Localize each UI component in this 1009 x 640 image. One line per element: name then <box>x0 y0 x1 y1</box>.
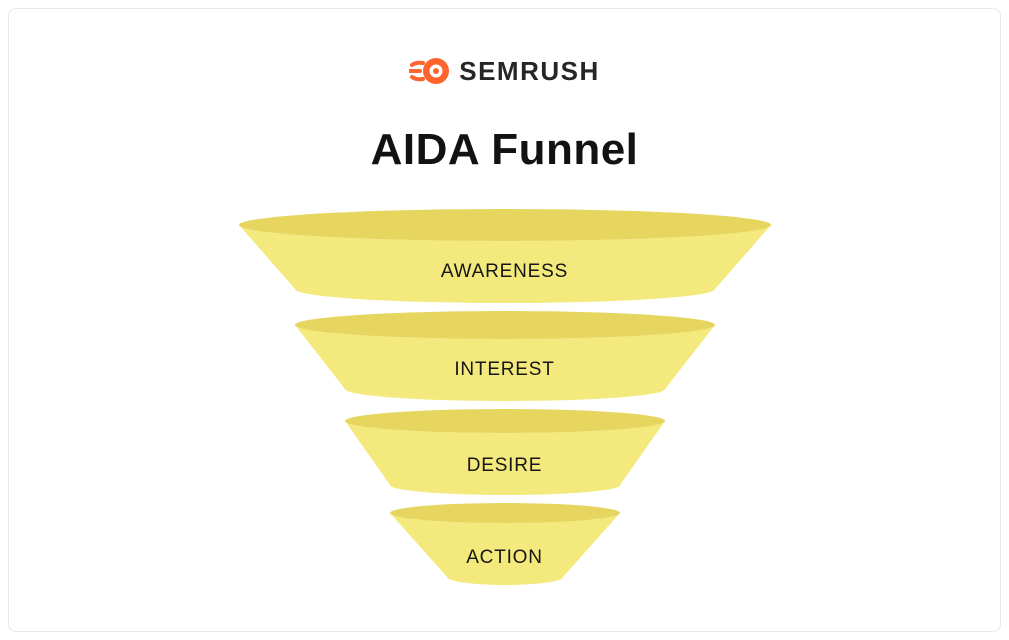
funnel-stage-awareness-shape <box>238 209 771 303</box>
page-title: AIDA Funnel <box>370 125 639 174</box>
stage-rim <box>344 409 665 433</box>
logo-text: SEMRUSH <box>459 55 600 86</box>
stage-body <box>389 513 620 585</box>
semrush-flame-icon <box>409 58 450 84</box>
funnel-stage-awareness: AWARENESS <box>238 209 771 305</box>
funnel-stage-interest: INTEREST <box>294 311 715 403</box>
diagram-card: SEMRUSH AIDA Funnel AWARENESS INTEREST D… <box>8 8 1001 632</box>
stage-label-action: ACTION <box>466 547 543 568</box>
flame-ball-core <box>433 68 440 74</box>
funnel-stage-interest-shape <box>294 311 715 401</box>
funnel-stage-desire-shape <box>344 409 665 495</box>
stage-rim <box>294 311 715 339</box>
stage-rim <box>389 503 620 523</box>
semrush-logo: SEMRUSH <box>409 55 600 87</box>
funnel-stage-desire: DESIRE <box>344 409 665 497</box>
stage-body <box>238 225 771 303</box>
funnel-stage-action: ACTION <box>389 503 620 587</box>
flame-trail-bottom <box>410 75 426 82</box>
stage-rim <box>238 209 771 241</box>
aida-funnel: AWARENESS INTEREST DESIRE ACTION <box>238 209 771 593</box>
flame-trail-top <box>410 60 426 67</box>
stage-label-interest: INTEREST <box>454 359 555 380</box>
stage-body <box>344 421 665 495</box>
stage-body <box>294 325 715 401</box>
stage-label-desire: DESIRE <box>466 455 543 476</box>
funnel-stage-action-shape <box>389 503 620 585</box>
stage-label-awareness: AWARENESS <box>440 261 569 282</box>
